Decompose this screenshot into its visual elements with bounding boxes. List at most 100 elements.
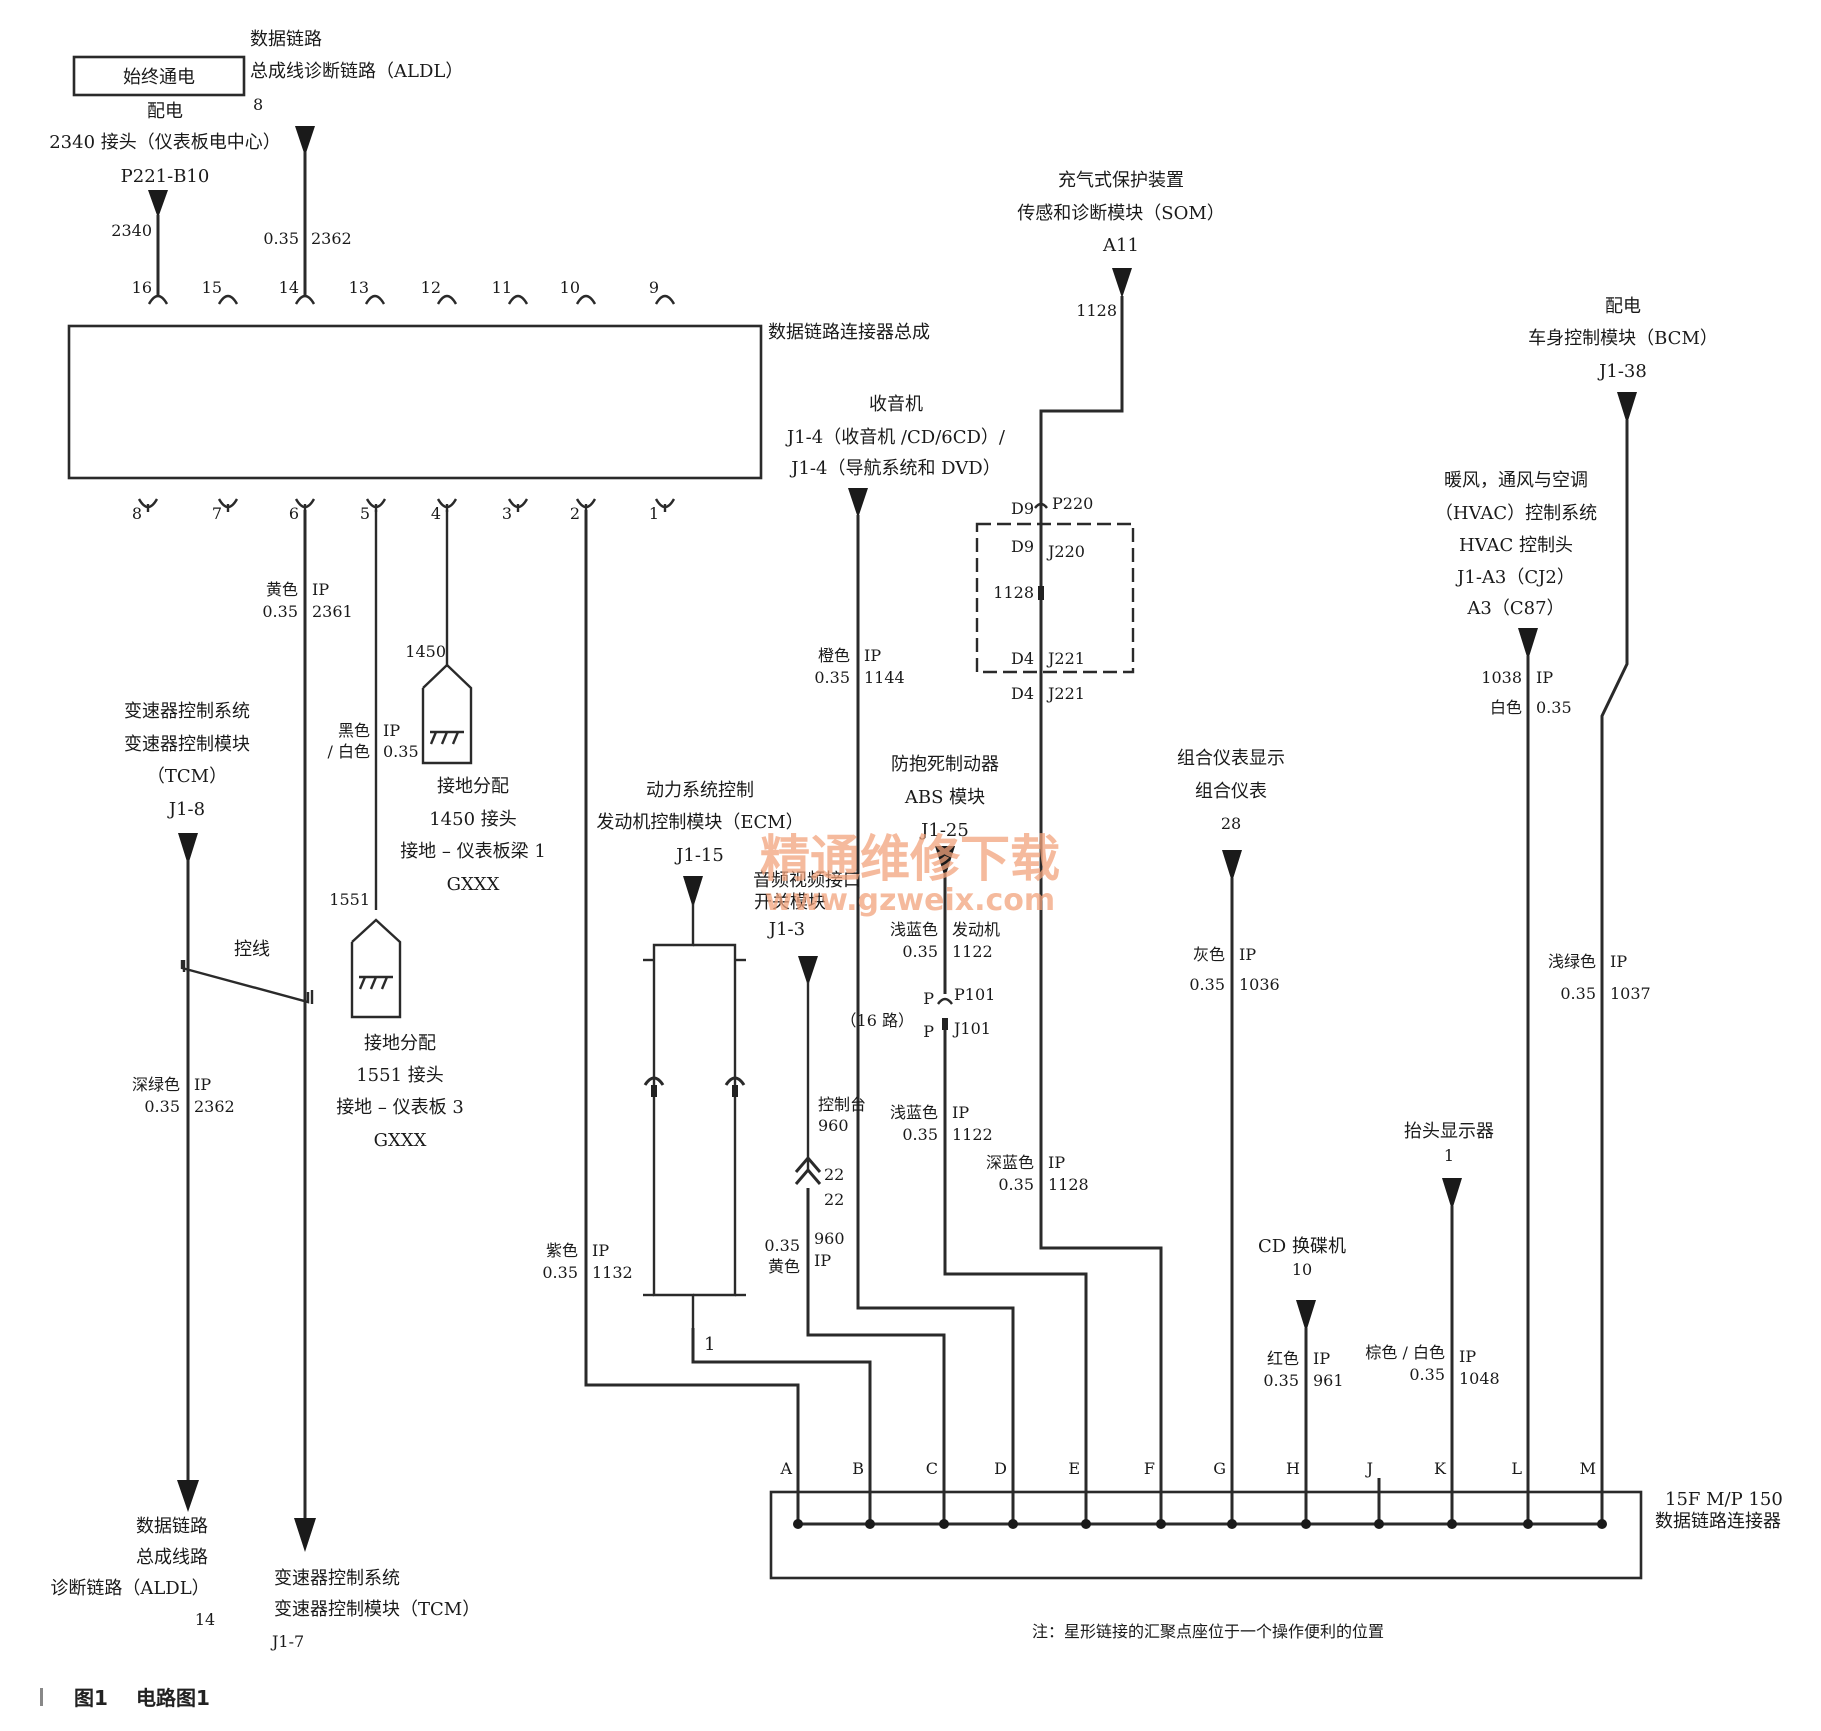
splice-dashed-box bbox=[975, 522, 1135, 674]
star-node bbox=[1374, 1519, 1384, 1529]
always-on-box bbox=[72, 55, 246, 97]
ecm-l1: 动力系统控制 bbox=[646, 780, 754, 801]
c1128-splice-mark bbox=[1038, 586, 1044, 600]
arrow-hud bbox=[1442, 1178, 1462, 1210]
always-on-label: 始终通电 bbox=[123, 67, 195, 88]
j221b-label: J221 bbox=[1046, 684, 1085, 703]
p101-route: （16 路） bbox=[841, 1011, 914, 1030]
wire-1122a-extra: 发动机 bbox=[952, 920, 1000, 939]
j220-d9b: D9 bbox=[1011, 537, 1034, 556]
star-pin-letter: M bbox=[1580, 1459, 1596, 1478]
ground1551-l4: GXXX bbox=[374, 1130, 427, 1151]
dlc-top-pin-label: 13 bbox=[349, 278, 369, 297]
wire-2362-ip: IP bbox=[194, 1075, 211, 1094]
figure-title: 电路图1 bbox=[136, 1686, 210, 1710]
diagram-note: 注：星形链接的汇聚点座位于一个操作便利的位置 bbox=[1032, 1622, 1384, 1641]
hvac-line2: （HVAC）控制系统 bbox=[1435, 503, 1597, 524]
wire-1132 bbox=[584, 510, 800, 1524]
wire-961-color: 红色 bbox=[1267, 1349, 1299, 1368]
wire-1048-ip: IP bbox=[1459, 1347, 1476, 1366]
dlc-top-pin-socket bbox=[364, 294, 386, 305]
dlc-top-pin-socket bbox=[507, 294, 529, 305]
wire-1122b-circuit: 1122 bbox=[952, 1125, 993, 1144]
dlc-bottom-pin-label: 5 bbox=[360, 504, 370, 523]
star-label-l2: 数据链路连接器 bbox=[1655, 1511, 1781, 1532]
wire-960 bbox=[806, 1188, 946, 1524]
ground1551-l3: 接地 – 仪表板 3 bbox=[336, 1097, 464, 1118]
radio-line3: J1-4（导航系统和 DVD） bbox=[789, 458, 1000, 479]
wire-1122a-color: 浅蓝色 bbox=[890, 920, 938, 939]
wire-2362-circuit: 2362 bbox=[194, 1097, 235, 1116]
cluster-l2: 组合仪表 bbox=[1195, 781, 1267, 802]
ground1450-l1: 接地分配 bbox=[437, 776, 509, 797]
p221-conn-label: P221-B10 bbox=[121, 166, 210, 187]
arrow-2340 bbox=[148, 190, 168, 218]
power-dist-label: 配电 bbox=[147, 101, 183, 122]
wire-1122a-circuit: 1122 bbox=[952, 942, 993, 961]
ecm-pin: J1-15 bbox=[674, 845, 724, 866]
wire-1038-color: 白色 bbox=[1490, 698, 1522, 717]
wire-2362-top-circuit: 2362 bbox=[311, 229, 352, 248]
dlc-top-pin-label: 11 bbox=[492, 278, 512, 297]
arrow-2362-top bbox=[295, 126, 315, 156]
wire-1132-circuit: 1132 bbox=[592, 1263, 633, 1282]
console-connector-bottom bbox=[794, 1167, 822, 1185]
wire-1122b-gauge: 0.35 bbox=[902, 1125, 938, 1144]
wire-1037-circuit: 1037 bbox=[1610, 984, 1651, 1003]
audio-l2: 开关模块 bbox=[754, 892, 826, 913]
p220-label: P220 bbox=[1052, 494, 1093, 513]
wire-blk-gauge: 0.35 bbox=[383, 742, 419, 761]
dlc-bottom-pin-label: 3 bbox=[502, 504, 512, 523]
j221-d4a: D4 bbox=[1011, 649, 1034, 668]
dlc-top-pin-label: 16 bbox=[132, 278, 152, 297]
wire-2340-circuit: 2340 bbox=[111, 221, 152, 240]
dlc-bottom-pin-label: 2 bbox=[570, 504, 580, 523]
star-pin-letter: A bbox=[779, 1459, 792, 1478]
dlc-top-pin-label: 9 bbox=[649, 278, 659, 297]
star-node bbox=[865, 1519, 875, 1529]
j101-connector bbox=[942, 1018, 948, 1030]
wire-960-circuit: 960 bbox=[814, 1229, 845, 1248]
c1128-label: 1128 bbox=[993, 583, 1034, 602]
splice-2340-label: 2340 接头（仪表板电中心） bbox=[49, 132, 281, 153]
hud-l1: 抬头显示器 bbox=[1404, 1121, 1494, 1142]
ecm-pin-1: 1 bbox=[704, 1334, 715, 1355]
wire-2361-circuit: 2361 bbox=[312, 602, 353, 621]
dlc-top-pin-label: 15 bbox=[202, 278, 222, 297]
wire-1132-gauge: 0.35 bbox=[542, 1263, 578, 1282]
arrow-tcm-bottom bbox=[294, 1518, 316, 1552]
wire-2361-ip: IP bbox=[312, 580, 329, 599]
arrow-cd bbox=[1296, 1300, 1316, 1332]
wire-1122b-color: 浅蓝色 bbox=[890, 1103, 938, 1122]
wire-1048-color: 棕色 / 白色 bbox=[1365, 1343, 1445, 1362]
arrow-bcm bbox=[1617, 392, 1637, 424]
tcm-top-l2: 变速器控制模块 bbox=[124, 734, 250, 755]
cd-pin: 10 bbox=[1292, 1260, 1312, 1279]
ground1450-l4: GXXX bbox=[447, 874, 500, 895]
dlc-top-pin-label: 10 bbox=[560, 278, 580, 297]
arrow-audio bbox=[798, 956, 818, 986]
bcm-pin: J1-38 bbox=[1597, 361, 1647, 382]
wire-1037-gauge: 0.35 bbox=[1560, 984, 1596, 1003]
wire-960-gauge: 0.35 bbox=[764, 1236, 800, 1255]
figure-number: 图1 bbox=[74, 1686, 108, 1710]
star-node bbox=[1523, 1519, 1533, 1529]
som-pin: A11 bbox=[1102, 235, 1139, 256]
p220-connector-mark bbox=[1034, 502, 1048, 509]
tcm-bottom-l1: 变速器控制系统 bbox=[274, 1568, 400, 1589]
wire-1122b-ip: IP bbox=[952, 1103, 969, 1122]
star-node bbox=[1156, 1519, 1166, 1529]
aldl-bottom-l2: 总成线路 bbox=[136, 1547, 208, 1568]
star-node bbox=[1227, 1519, 1237, 1529]
wire-1037 bbox=[1600, 420, 1629, 1524]
wire-1144-color: 橙色 bbox=[818, 646, 850, 665]
wire-1132-color: 紫色 bbox=[546, 1241, 578, 1260]
aldl-top-line2: 总成线诊断链路（ALDL） bbox=[250, 61, 463, 82]
audio-l1: 音频视频接口 bbox=[753, 870, 861, 891]
hud-pin: 1 bbox=[1444, 1146, 1454, 1165]
cluster-pin: 28 bbox=[1221, 814, 1241, 833]
wire-1038-gauge: 0.35 bbox=[1536, 698, 1572, 717]
star-pin-letter: K bbox=[1434, 1459, 1447, 1478]
bcm-line2: 车身控制模块（BCM） bbox=[1528, 328, 1718, 349]
